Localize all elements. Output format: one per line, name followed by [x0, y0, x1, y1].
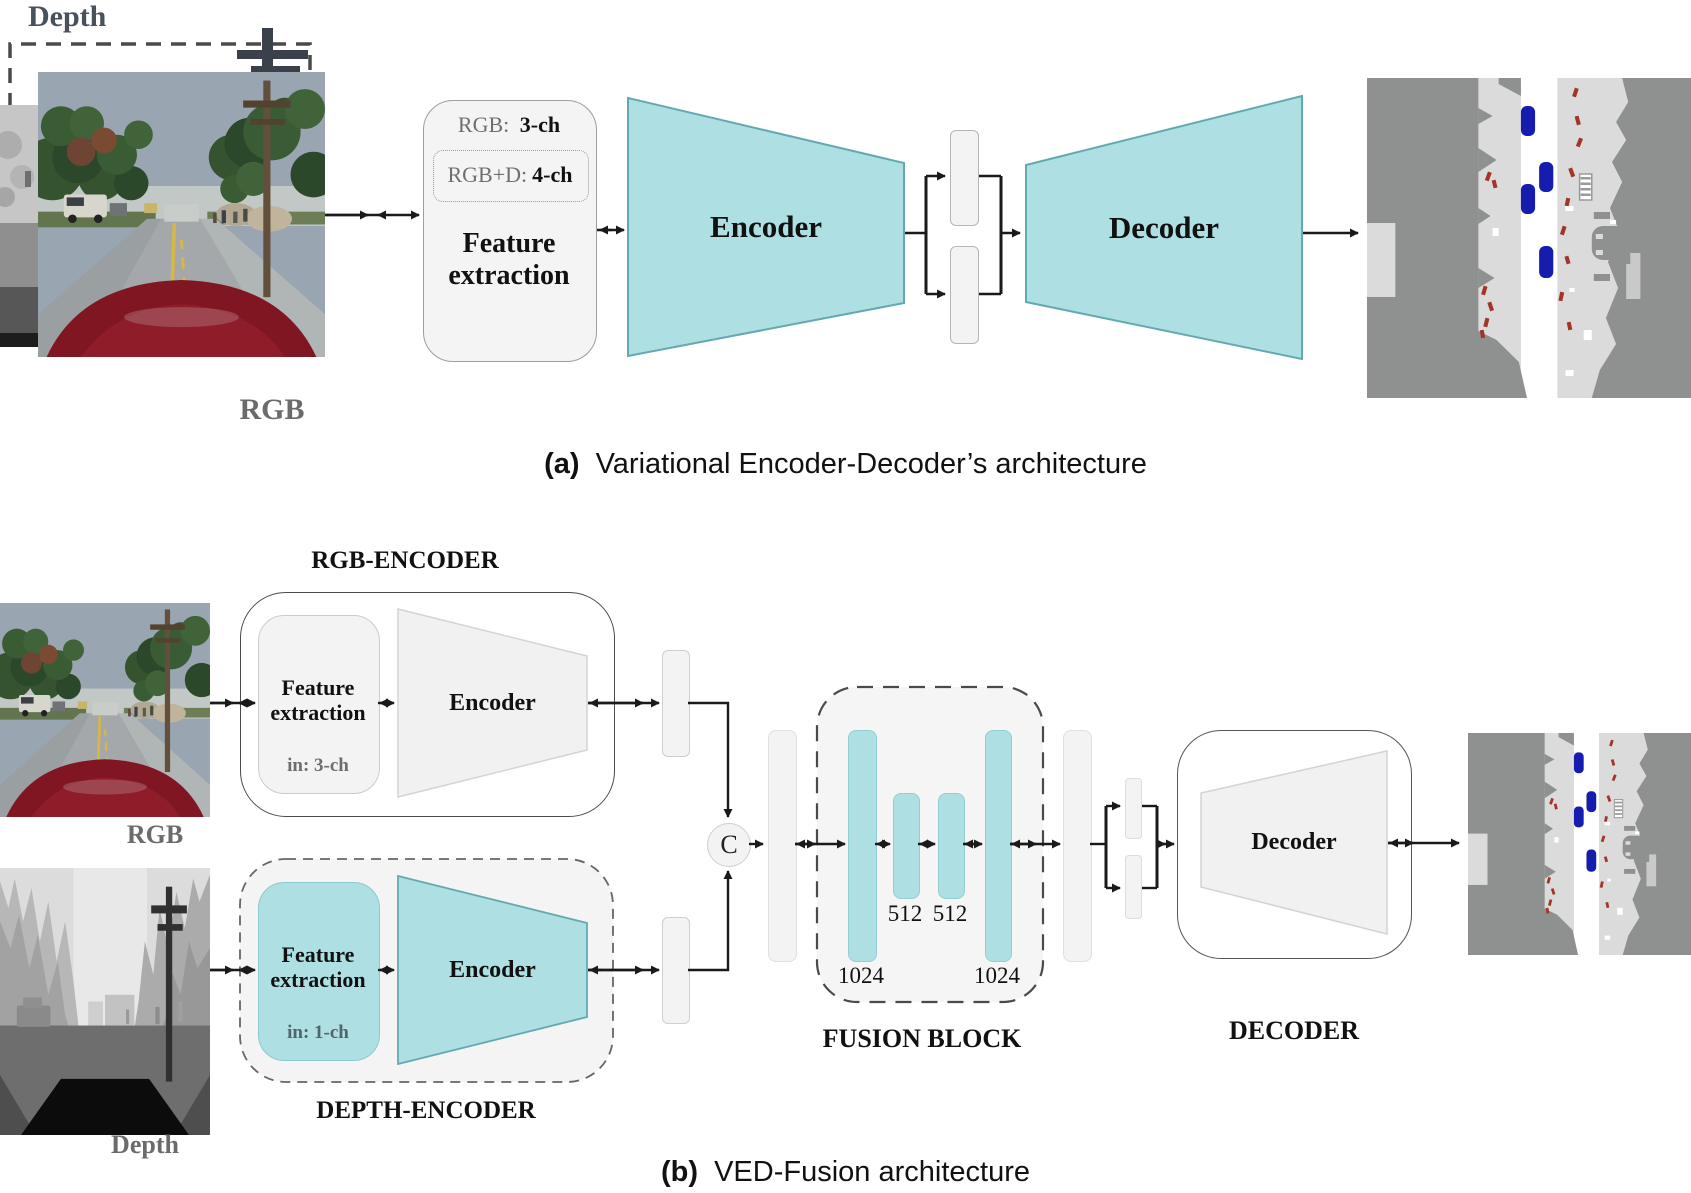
channels-depth: in: 1-ch [287, 1022, 349, 1043]
segmentation-output-a [1367, 78, 1691, 398]
concat-feature-bar [768, 730, 797, 962]
pole-icon [237, 28, 308, 78]
latent-mu-bar-b [1125, 778, 1142, 839]
encoder-label-depth: Encoder [449, 956, 536, 983]
io-rgbd-dotted-box [433, 150, 589, 202]
caption-b-prefix: (b) [661, 1156, 699, 1188]
fused-feature-bar [1063, 730, 1092, 962]
depth-image-b [0, 868, 210, 1135]
io-rgbd-value: 4-ch [532, 162, 573, 187]
caption-a-text: Variational Encoder-Decoder’s architectu… [595, 448, 1147, 480]
encoder-label-a: Encoder [710, 209, 822, 244]
decoder-trapezoid-b [1200, 750, 1388, 935]
rgb-encoder-title: RGB-ENCODER [311, 547, 499, 574]
rgb-label-b: RGB [126, 820, 184, 849]
fusion-dim-1024-left: 1024 [838, 963, 884, 988]
feature-extraction-title-depth: Feature extraction [270, 941, 366, 992]
channels-rgb: in: 3-ch [287, 755, 349, 776]
encoder-trapezoid-depth [397, 875, 588, 1065]
depth-label-a: Depth [28, 0, 107, 33]
concat-node: C [707, 823, 751, 867]
decoder-label-a: Decoder [1108, 209, 1220, 245]
io-rgb-line: RGB: 3-ch [423, 112, 595, 138]
rgb-latent-bar [662, 650, 690, 757]
fusion-bar-512-right [938, 793, 965, 899]
caption-a-prefix: (a) [544, 448, 580, 480]
rgb-label-a: RGB [239, 393, 305, 426]
rgb-image-b [0, 603, 210, 817]
segmentation-output-b [1468, 733, 1691, 955]
decoder-title-b: DECODER [1228, 1016, 1359, 1045]
feature-extraction-box-depth [258, 882, 380, 1061]
io-rgbd-line: RGB+D: 4-ch [433, 150, 587, 200]
encoder-trapezoid-a [627, 97, 905, 357]
fusion-dim-512-left: 512 [887, 901, 923, 926]
encoder-label-rgb: Encoder [449, 689, 536, 716]
latent-sigma-bar-b [1125, 855, 1142, 919]
fusion-bar-1024-left [848, 730, 877, 962]
caption-b-text: VED-Fusion architecture [714, 1156, 1030, 1188]
io-rgbd-label: RGB+D: [447, 162, 528, 187]
concat-label: C [720, 830, 738, 859]
latent-mu-bar-a [950, 130, 979, 226]
fusion-dim-1024-right: 1024 [974, 963, 1020, 988]
fusion-bar-1024-right [985, 730, 1012, 962]
depth-dashed-outline [8, 42, 312, 108]
io-rgb-label: RGB: [457, 112, 510, 137]
feature-extraction-title-a: Feature extraction [448, 227, 570, 291]
fusion-bar-512-left [893, 793, 920, 899]
caption-b: (b) VED-Fusion architecture [0, 1156, 1691, 1189]
depth-encoder-title: DEPTH-ENCODER [316, 1097, 536, 1124]
encoder-trapezoid-rgb [397, 608, 588, 798]
feature-extraction-title-rgb: Feature extraction [270, 674, 366, 725]
fusion-block-title: FUSION BLOCK [822, 1024, 1022, 1053]
latent-sigma-bar-a [950, 246, 979, 344]
depth-label-b: Depth [111, 1130, 179, 1159]
rgb-image-a [38, 72, 325, 357]
decoder-trapezoid-a [1025, 95, 1303, 360]
decoder-label-b: Decoder [1251, 829, 1337, 855]
depth-latent-bar [662, 917, 690, 1024]
caption-a: (a) Variational Encoder-Decoder’s archit… [0, 448, 1691, 481]
feature-extraction-box-rgb [258, 615, 380, 794]
io-rgb-value: 3-ch [519, 112, 561, 137]
fusion-dim-512-right: 512 [932, 901, 968, 926]
feature-extraction-box-a [423, 100, 597, 362]
depth-image-a [0, 105, 38, 347]
